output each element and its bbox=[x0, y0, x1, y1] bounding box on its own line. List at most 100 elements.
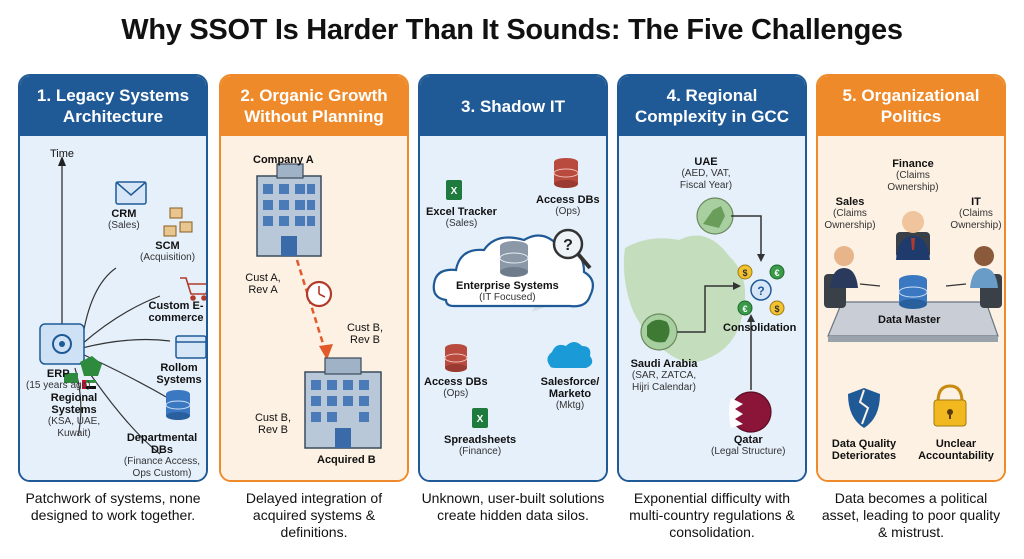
salesforce-label: Salesforce/ Marketo(Mktg) bbox=[534, 376, 606, 412]
qatar-name: Qatar bbox=[733, 434, 763, 446]
data-quality-name: Data Quality Deteriorates bbox=[831, 438, 897, 462]
database-icon bbox=[898, 275, 928, 309]
access-bottom-note: (Ops) bbox=[443, 388, 469, 399]
uae-map-icon bbox=[696, 197, 734, 235]
magnifier-icon: ? bbox=[552, 228, 592, 270]
currency-icon: $ € € $ ? bbox=[737, 264, 785, 316]
access-bottom-name: Access DBs bbox=[424, 376, 488, 388]
ecommerce-label: Custom E-commerce bbox=[144, 300, 206, 324]
departmental-label: Departmental DBs(Finance Access, Ops Cus… bbox=[116, 432, 206, 480]
qatar-label: Qatar(Legal Structure) bbox=[711, 434, 785, 458]
enterprise-name: Enterprise Systems bbox=[456, 280, 559, 292]
saudi-note: (SAR, ZATCA, Hijri Calendar) bbox=[631, 370, 697, 393]
spreadsheets-name: Spreadsheets bbox=[444, 434, 517, 446]
erp-icon bbox=[39, 323, 85, 365]
boxes-icon bbox=[163, 207, 193, 237]
regional-complexity-diagram: $ € € $ ? bbox=[623, 197, 785, 433]
clock-icon bbox=[305, 280, 333, 308]
spreadsheets-label: Spreadsheets(Finance) bbox=[444, 434, 516, 458]
salesforce-name: Salesforce/ Marketo bbox=[540, 376, 600, 400]
caption-legacy: Patchwork of systems, none designed to w… bbox=[25, 490, 201, 523]
erp-label: ERP(15 years ago) bbox=[26, 368, 90, 392]
departmental-note: (Finance Access, Ops Custom) bbox=[123, 456, 201, 479]
finance-label: Finance(Claims Ownership) bbox=[886, 158, 940, 194]
access-top-label: Access DBs(Ops) bbox=[536, 194, 600, 218]
excel-tracker-note: (Sales) bbox=[445, 218, 478, 229]
enterprise-label: Enterprise Systems(IT Focused) bbox=[456, 280, 559, 304]
panel-body: Time CRM(Sales) SCM(Acquisition) Custom … bbox=[20, 136, 206, 480]
person-icon bbox=[896, 211, 930, 260]
caption-shadow-it: Unknown, user-built solutions create hid… bbox=[421, 490, 605, 523]
sales-label: Sales(Claims Ownership) bbox=[822, 196, 878, 232]
data-master-label: Data Master bbox=[878, 314, 940, 326]
building-icon bbox=[304, 357, 382, 449]
it-name: IT bbox=[971, 196, 981, 208]
panel-regional-complexity: 4. Regional Complexity in GCC bbox=[617, 74, 807, 482]
legacy-systems-diagram bbox=[39, 156, 206, 455]
regional-note: (KSA, UAE, Kuwait) bbox=[47, 416, 101, 439]
time-label: Time bbox=[50, 148, 75, 160]
panel-body: X ? bbox=[420, 136, 606, 480]
svg-text:€: € bbox=[742, 304, 747, 314]
regional-label: Regional Systems(KSA, UAE, Kuwait) bbox=[38, 392, 110, 440]
page-title: Why SSOT Is Harder Than It Sounds: The F… bbox=[121, 14, 903, 46]
regional-name: Regional Systems bbox=[50, 392, 98, 416]
crm-note: (Sales) bbox=[108, 220, 140, 231]
uae-note: (AED, VAT, Fiscal Year) bbox=[679, 168, 733, 191]
spreadsheets-note: (Finance) bbox=[458, 446, 502, 457]
database-icon bbox=[165, 390, 191, 420]
access-top-note: (Ops) bbox=[555, 206, 581, 217]
politics-diagram bbox=[824, 211, 1002, 428]
caption-organic: Delayed integration of acquired systems … bbox=[245, 490, 383, 540]
panel-organic-growth: 2. Organic Growth Without Planning bbox=[219, 74, 409, 482]
panel-header: 4. Regional Complexity in GCC bbox=[619, 76, 805, 136]
caption-politics: Data becomes a political asset, leading … bbox=[821, 490, 1001, 540]
enterprise-note: (IT Focused) bbox=[479, 292, 536, 303]
consolidation-name: Consolidation bbox=[723, 322, 797, 334]
access-top-name: Access DBs bbox=[536, 194, 600, 206]
svg-text:€: € bbox=[774, 268, 779, 278]
panel-header: 2. Organic Growth Without Planning bbox=[221, 76, 407, 136]
svg-text:X: X bbox=[477, 414, 484, 425]
erp-name: ERP bbox=[46, 368, 70, 380]
cust-b-left-label: Cust B, Rev B bbox=[254, 412, 292, 436]
svg-text:?: ? bbox=[757, 284, 764, 298]
flags-icon bbox=[64, 356, 102, 389]
caption-regional: Exponential difficulty with multi-countr… bbox=[629, 490, 795, 540]
company-a-label: Company A bbox=[253, 154, 314, 166]
cust-a-label: Cust A, Rev A bbox=[245, 272, 281, 296]
broken-shield-icon bbox=[848, 388, 880, 428]
person-icon bbox=[970, 246, 998, 288]
panel-body: $ € € $ ? UAE(AED, VAT, Fiscal Year) Con… bbox=[619, 136, 805, 480]
excel-tracker-label: Excel Tracker(Sales) bbox=[426, 206, 497, 230]
database-icon bbox=[553, 158, 579, 188]
cust-b-top-label: Cust B, Rev B bbox=[346, 322, 384, 346]
panel-header: 1. Legacy Systems Architecture bbox=[20, 76, 206, 136]
rollom-label: Rollom Systems bbox=[150, 362, 206, 386]
it-label: IT(Claims Ownership) bbox=[948, 196, 1004, 232]
scm-name: SCM bbox=[155, 240, 180, 252]
salesforce-note: (Mktg) bbox=[555, 400, 585, 411]
departmental-name: Departmental DBs bbox=[126, 432, 198, 456]
excel-icon: X bbox=[446, 180, 462, 200]
qatar-flag-icon bbox=[729, 391, 772, 433]
svg-text:$: $ bbox=[742, 268, 747, 278]
panel-header: 5. Organizational Politics bbox=[818, 76, 1004, 136]
saudi-map-icon bbox=[640, 313, 678, 351]
window-icon bbox=[175, 335, 206, 359]
svg-text:X: X bbox=[451, 186, 458, 197]
finance-name: Finance bbox=[892, 158, 934, 170]
qatar-note: (Legal Structure) bbox=[711, 446, 786, 457]
database-icon bbox=[499, 241, 529, 277]
sales-note: (Claims Ownership) bbox=[824, 208, 876, 231]
consolidation-label: Consolidation bbox=[723, 322, 796, 334]
svg-text:?: ? bbox=[563, 237, 573, 254]
scm-note: (Acquisition) bbox=[140, 252, 196, 263]
accountability-label: Unclear Accountability bbox=[914, 438, 998, 462]
person-icon bbox=[830, 246, 858, 288]
scm-label: SCM(Acquisition) bbox=[140, 240, 195, 264]
organic-growth-diagram bbox=[256, 163, 382, 449]
building-icon bbox=[256, 163, 322, 257]
salesforce-cloud-icon bbox=[547, 342, 593, 368]
data-quality-label: Data Quality Deteriorates bbox=[826, 438, 902, 462]
